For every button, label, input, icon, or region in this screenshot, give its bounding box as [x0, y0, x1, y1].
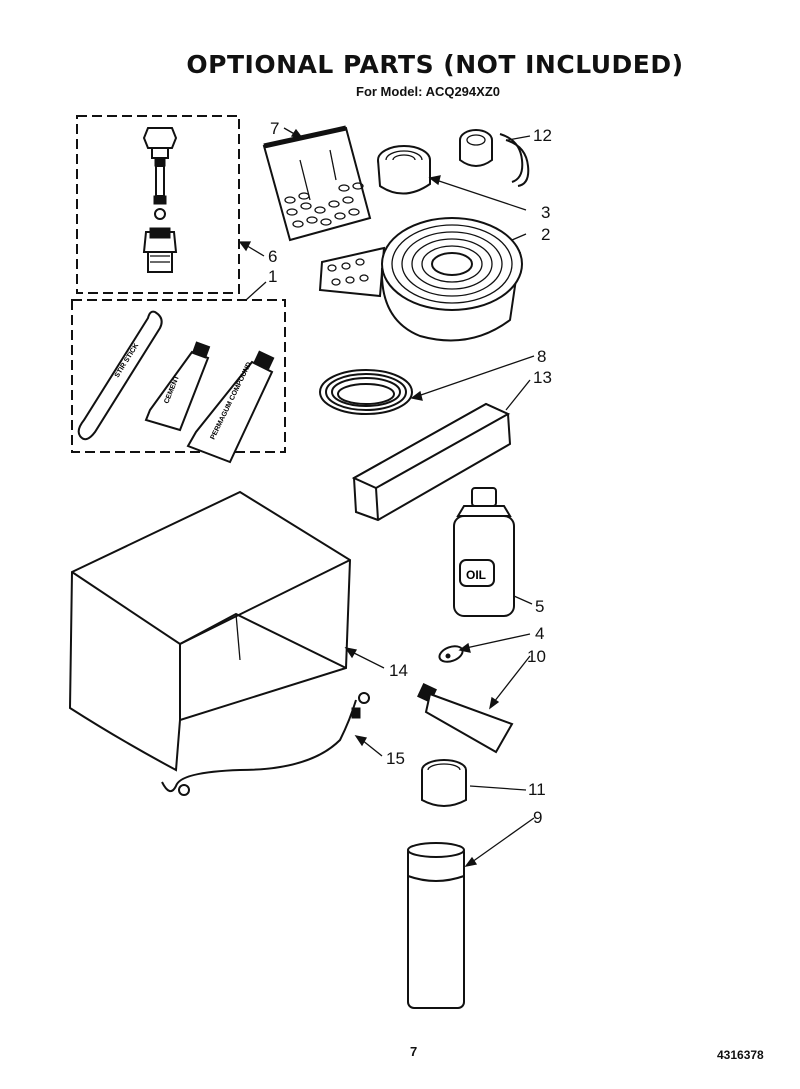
callout-15: 15: [386, 749, 405, 768]
callout-3: 3: [541, 203, 550, 222]
callout-4: 4: [535, 624, 544, 643]
callout-2: 2: [541, 225, 550, 244]
model-subtitle: For Model: ACQ294XZ0: [356, 84, 500, 99]
foam-tape-roll-icon: [318, 217, 523, 342]
valve-kit-box: [76, 115, 240, 294]
unit-cover-icon: [68, 490, 352, 772]
weight-icon: [438, 645, 464, 663]
tape-roll-small-icon: [459, 129, 530, 187]
oil-label: OIL: [466, 568, 486, 582]
cement-tube-icon: CEMENT: [144, 341, 211, 432]
sealer-can-icon: [421, 759, 467, 807]
sealant-tube-icon: [417, 683, 514, 754]
callout-5: 5: [535, 597, 544, 616]
callout-8: 8: [537, 347, 546, 366]
foam-strip-icon: [351, 402, 512, 522]
callout-7: 7: [270, 119, 279, 138]
callout-12: 12: [533, 126, 552, 145]
callout-10: 10: [527, 647, 546, 666]
compound-kit-box: STIR STICK CEMENT PERMAGUM COMPOUND: [71, 299, 286, 464]
spray-can-icon: [407, 842, 465, 1009]
callout-13: 13: [533, 368, 552, 387]
page-title: OPTIONAL PARTS (NOT INCLUDED): [186, 50, 684, 79]
leader-lines: [238, 127, 535, 867]
callout-1: 1: [268, 267, 277, 286]
valve-icon: [142, 127, 178, 273]
callout-11: 11: [528, 780, 546, 799]
coiled-tubing-icon: [319, 369, 413, 415]
tie-cord-icon: [161, 692, 370, 796]
tape-roll-medium-icon: [377, 145, 431, 195]
oil-bottle-icon: OIL: [453, 487, 515, 617]
oring-bag-icon: [262, 125, 372, 242]
callout-14: 14: [389, 661, 408, 680]
header-fragment: — ——— — —————— ——: [575, 0, 730, 4]
page-number: 7: [410, 1044, 418, 1059]
callout-6: 6: [268, 247, 277, 266]
callout-9: 9: [533, 808, 542, 827]
document-number: 4316378: [717, 1048, 764, 1062]
